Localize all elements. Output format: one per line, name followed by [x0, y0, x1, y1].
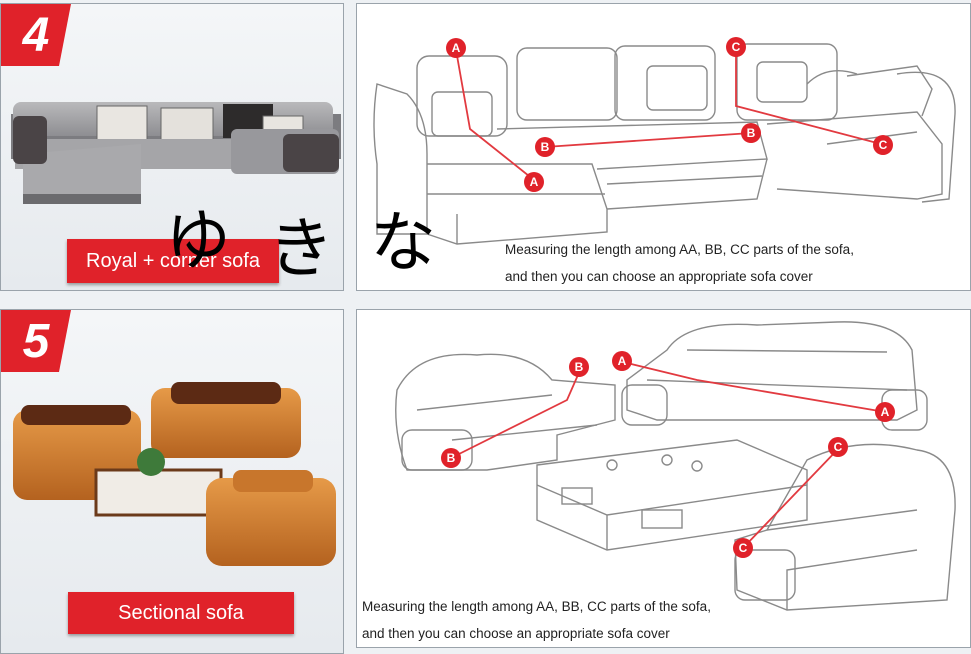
badge-shape — [1, 310, 71, 372]
leather-sofa-photo — [13, 382, 336, 566]
marker-b-left: B — [535, 137, 555, 157]
watermark-char-1: ゆ — [165, 202, 231, 279]
product-label-5: Sectional sofa — [68, 592, 294, 634]
corner-sofa-photo — [11, 102, 341, 204]
marker-b-right: B — [741, 123, 761, 143]
svg-text:A: A — [881, 405, 890, 419]
marker-b-top: B — [569, 357, 589, 377]
measure-markers-4: A A B B C C — [446, 37, 893, 192]
watermark-char-3: な — [370, 204, 436, 281]
svg-text:C: C — [732, 40, 741, 54]
step-number-4: 4 — [22, 8, 50, 62]
svg-text:C: C — [879, 138, 888, 152]
step-number-badge-5: 5 — [1, 310, 71, 372]
product-panel-4: 4 Royal + corner sofa — [0, 3, 344, 291]
svg-text:A: A — [452, 41, 461, 55]
corner-sofa-sketch: A A B B C C — [373, 37, 956, 245]
svg-text:C: C — [834, 440, 843, 454]
marker-c-bottom: C — [733, 538, 753, 558]
marker-a-top: A — [446, 38, 466, 58]
measure-caption-4: Measuring the length among AA, BB, CC pa… — [505, 236, 854, 290]
svg-text:C: C — [739, 541, 748, 555]
marker-a-left: A — [612, 351, 632, 371]
sectional-sofa-sketch: B B A A C C — [395, 321, 956, 611]
svg-text:A: A — [618, 354, 627, 368]
product-panel-5: 5 Sectional sofa — [0, 309, 344, 654]
measure-caption-5: Measuring the length among AA, BB, CC pa… — [362, 593, 711, 647]
marker-c-bottom: C — [873, 135, 893, 155]
product-label-4: Royal + corner sofa — [67, 239, 279, 283]
badge-shape — [1, 4, 71, 66]
step-number-badge-4: 4 — [1, 4, 71, 66]
measure-markers-5: B B A A C C — [441, 351, 895, 558]
measure-diagram-panel-5: B B A A C C Measuring the length among A… — [356, 309, 971, 648]
svg-text:B: B — [447, 451, 456, 465]
caption-line-2: and then you can choose an appropriate s… — [505, 269, 813, 284]
step-number-5: 5 — [22, 314, 50, 368]
marker-c-top: C — [726, 37, 746, 57]
marker-b-bottom: B — [441, 448, 461, 468]
caption-line-1: Measuring the length among AA, BB, CC pa… — [505, 242, 854, 257]
watermark-char-2: き — [268, 210, 334, 287]
caption-line-1: Measuring the length among AA, BB, CC pa… — [362, 599, 711, 614]
marker-a-bottom: A — [524, 172, 544, 192]
measure-diagram-panel-4: A A B B C C Measuring the length among A… — [356, 3, 971, 291]
marker-a-right: A — [875, 402, 895, 422]
marker-c-top: C — [828, 437, 848, 457]
svg-text:A: A — [530, 175, 539, 189]
svg-text:B: B — [541, 140, 550, 154]
caption-line-2: and then you can choose an appropriate s… — [362, 626, 670, 641]
svg-text:B: B — [747, 126, 756, 140]
svg-text:B: B — [575, 360, 584, 374]
